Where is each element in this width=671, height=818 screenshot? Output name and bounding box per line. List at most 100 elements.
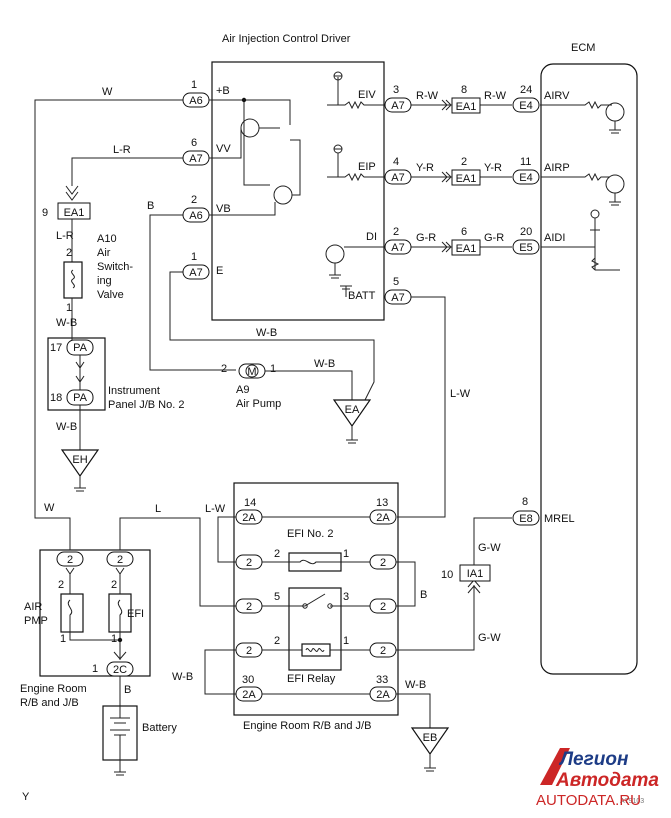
- connector-a7-eiv-label: A7: [391, 100, 404, 112]
- corner-y: Y: [22, 791, 30, 803]
- pin-mrel: MREL: [544, 513, 575, 525]
- pin-2a-33: 33: [376, 674, 388, 686]
- label-air-pmp-2: PMP: [24, 615, 48, 627]
- pin-airpmp-1: 1: [60, 633, 66, 645]
- connector-a7-vv-label: A7: [189, 153, 202, 165]
- pin-ea1-9: 9: [42, 207, 48, 219]
- wire-wb-pump: [265, 370, 353, 400]
- connector-2-relay-5-label: 2: [246, 601, 252, 613]
- connector-a7-eip-label: A7: [391, 172, 404, 184]
- pin-2c-1: 1: [92, 663, 98, 675]
- pin-e8-8: 8: [522, 496, 528, 508]
- engine-room-rb-title: Engine Room R/B and J/B: [243, 720, 371, 732]
- wire-label-rw-2: R-W: [484, 90, 507, 102]
- wire-label-gr-2: G-R: [484, 232, 504, 244]
- ecm-title: ECM: [571, 42, 595, 54]
- engine-room-rb-jb-box: [233, 482, 399, 716]
- connector-pa-18-label: PA: [73, 392, 88, 404]
- connector-ea1-rw: [451, 97, 481, 114]
- wire-gw-upper: [473, 517, 512, 565]
- wire-label-b-bridge: B: [420, 589, 427, 601]
- label-a10-1: Air: [97, 247, 111, 259]
- pin-efi2-2: 2: [274, 548, 280, 560]
- pin-a7-2: 2: [393, 226, 399, 238]
- wire-label-b-vb: B: [147, 200, 154, 212]
- pin-pa-18: 18: [50, 392, 62, 404]
- pin-a6-1: 1: [191, 79, 197, 91]
- wire-label-l: L: [155, 503, 161, 515]
- eiv-resistor: [327, 100, 384, 110]
- engine-room-left-title-1: Engine Room: [20, 683, 87, 695]
- ground-eb-symbol: [424, 754, 436, 772]
- pin-vb: VB: [216, 203, 231, 215]
- wire-wb-e: [169, 271, 375, 401]
- connector-arrow: [441, 99, 452, 111]
- connector-ea1-gr: [451, 239, 481, 256]
- pin-airp: AIRP: [544, 162, 570, 174]
- pin-eip: EIP: [358, 161, 376, 173]
- connector-a7-e-label: A7: [189, 267, 202, 279]
- wire-l: [150, 517, 236, 607]
- ground-eb-label: EB: [423, 732, 438, 744]
- connector-2a-33-label: 2A: [376, 689, 390, 701]
- connector-arrow-2: [441, 171, 452, 183]
- label-a9: A9: [236, 384, 249, 396]
- wire-label-rw-1: R-W: [416, 90, 439, 102]
- valve-coil: [71, 269, 75, 289]
- ecm-transistor-airp-icon: [605, 174, 625, 194]
- air-injection-control-driver-box: [211, 61, 385, 321]
- connector-e4-airp: [512, 169, 540, 185]
- air-pump-motor-circle: [245, 364, 259, 378]
- connector-e5-aidi-label: E5: [519, 242, 532, 254]
- connector-ea1-9-label: EA1: [64, 207, 85, 219]
- watermark-a-icon: [540, 748, 570, 785]
- connector-ia1-label: IA1: [467, 568, 484, 580]
- pin-di: DI: [366, 231, 377, 243]
- connector-ea1-gr-label: EA1: [456, 243, 477, 255]
- ecm-box: [540, 63, 638, 675]
- wire-label-gw-lower: G-W: [478, 632, 501, 644]
- pa-bridge: [75, 355, 85, 390]
- batt-ground: [340, 285, 352, 297]
- pin-batt: BATT: [348, 290, 376, 302]
- left-rb-junction: [117, 637, 123, 643]
- connector-pa-17-label: PA: [73, 342, 88, 354]
- connector-a7-e: [182, 264, 210, 280]
- connector-2-coil-left-label: 2: [246, 645, 252, 657]
- air-switching-valve-icon: [63, 261, 83, 299]
- connector-a7-di-label: A7: [391, 242, 404, 254]
- efi-fuse-wire: [117, 574, 123, 640]
- wire-label-w-left: W: [44, 502, 55, 514]
- driver-internal-wires: [209, 99, 291, 186]
- connector-2-airpmp: [56, 551, 84, 567]
- 2c-arrow: [113, 651, 127, 660]
- pin-ea1-6: 6: [461, 226, 467, 238]
- connector-a7-di: [384, 239, 412, 255]
- connector-2a-13-label: 2A: [376, 512, 390, 524]
- engine-room-rb-left-box: [39, 549, 151, 677]
- pin-a7-6: 6: [191, 137, 197, 149]
- pin-a7-3: 3: [393, 84, 399, 96]
- wire-b-bridge: [396, 561, 416, 607]
- ground-eh: [60, 449, 100, 478]
- pin-ea1-8: 8: [461, 84, 467, 96]
- connector-2a-30-label: 2A: [242, 689, 256, 701]
- pin-relay-3: 3: [343, 591, 349, 603]
- relay-contact-2: [327, 603, 333, 609]
- pin-pa-17: 17: [50, 342, 62, 354]
- connector-ea1-rw-label: EA1: [456, 101, 477, 113]
- wire-w-left: [34, 99, 184, 550]
- di-path: [329, 246, 384, 279]
- air-pump-motor-m: M: [247, 366, 256, 378]
- pin-airv: AIRV: [544, 90, 570, 102]
- pin-2a-14: 14: [244, 497, 256, 509]
- instrument-title-1: Instrument: [108, 385, 160, 397]
- pin-e4-24: 24: [520, 84, 532, 96]
- transistor-di-icon: [325, 244, 345, 264]
- junction-dot: [241, 97, 247, 103]
- pin-eiv: EIV: [358, 89, 376, 101]
- pin-2a-13: 13: [376, 497, 388, 509]
- wire-label-wb-pump: W-B: [314, 358, 335, 370]
- instrument-title-2: Panel J/B No. 2: [108, 399, 184, 411]
